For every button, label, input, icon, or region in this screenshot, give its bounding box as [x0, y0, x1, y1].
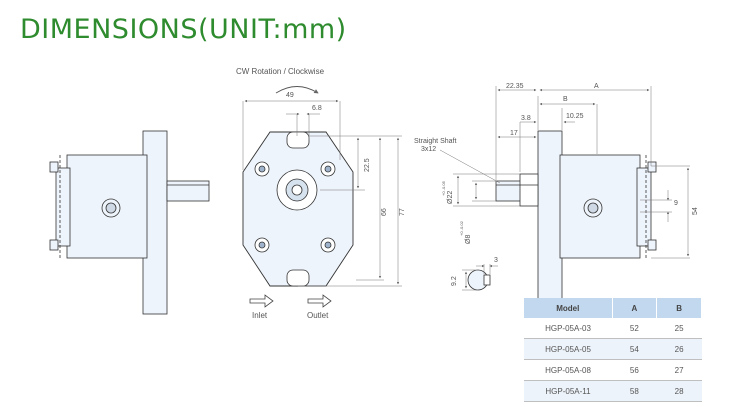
table-row: HGP-05A-11 58 28: [524, 380, 702, 402]
dim-54-label: 54: [692, 207, 699, 215]
drive-shaft: [166, 180, 210, 202]
inlet-label: Inlet: [252, 311, 268, 320]
dim-49-label: 49: [286, 92, 294, 99]
left-side-view: [49, 130, 210, 315]
shaft-size-label: 3x12: [421, 146, 436, 153]
inlet-arrow-icon: [249, 294, 274, 308]
rear-cover-right: [636, 167, 652, 247]
rotation-label: CW Rotation / Clockwise: [236, 67, 325, 76]
mounting-flange-right: [537, 130, 563, 315]
shaft-key-section: [467, 269, 491, 291]
bolt-head-top: [49, 161, 59, 173]
table-header-row: Model A B: [524, 298, 702, 318]
table-row: HGP-05A-08 56 27: [524, 359, 702, 381]
shaft-center: [291, 184, 303, 196]
outlet-label: Outlet: [307, 311, 329, 320]
table-header-b: B: [656, 298, 702, 318]
table-cell-model: HGP-05A-08: [524, 359, 612, 381]
dim-77-label: 77: [399, 208, 406, 216]
dim-22-35-label: 22.35: [506, 83, 524, 90]
dim-phi8-label: Ø8: [465, 235, 472, 244]
dim-66-label: 66: [381, 208, 388, 216]
dim-phi22-tolerance: +0 -0.05: [441, 180, 446, 196]
dim-9-2-label: 9.2: [451, 276, 458, 286]
right-side-view: [495, 130, 657, 315]
bolt-head-bottom-right: [647, 239, 657, 251]
shaft-collar: [519, 173, 539, 207]
dim-phi8-tolerance: +0 -0.02: [459, 220, 464, 236]
dim-6-8-label: 6.8: [312, 105, 322, 112]
dim-17-label: 17: [510, 130, 518, 137]
dim-phi22-label: Ø22: [447, 191, 454, 204]
rotation-arrow: [275, 86, 319, 94]
table-cell-a: 52: [612, 318, 657, 339]
table-row: HGP-05A-05 54 26: [524, 338, 702, 360]
shaft-type-label: Straight Shaft: [414, 138, 456, 145]
table-header-a: A: [612, 298, 658, 318]
bottom-slot: [286, 269, 310, 287]
model-dimension-table: Model A B HGP-05A-03 52 25 HGP-05A-05 54…: [524, 298, 702, 402]
table-cell-a: 58: [612, 380, 657, 402]
top-slot: [286, 131, 310, 149]
table-cell-model: HGP-05A-03: [524, 318, 612, 339]
table-header-model: Model: [524, 298, 613, 318]
bolt-head-bottom: [49, 239, 59, 251]
bolt-head-top-right: [647, 161, 657, 173]
dim-9-label: 9: [674, 200, 678, 207]
table-cell-b: 27: [656, 359, 702, 381]
table-cell-b: 26: [656, 338, 702, 360]
outlet-arrow-icon: [307, 294, 332, 308]
rear-cover: [55, 167, 71, 247]
table-cell-b: 28: [656, 380, 702, 402]
dim-22-5-label: 22.5: [364, 158, 371, 172]
page-title: DIMENSIONS(UNIT:mm): [20, 14, 347, 45]
table-row: HGP-05A-03 52 25: [524, 318, 702, 339]
dim-a-label: A: [594, 83, 599, 90]
dim-3-label: 3: [494, 257, 498, 264]
table-cell-model: HGP-05A-05: [524, 338, 612, 360]
dim-3-8-label: 3.8: [521, 115, 531, 122]
dim-10-25-label: 10.25: [566, 113, 584, 120]
table-cell-b: 25: [656, 318, 702, 339]
dim-b-label: B: [563, 96, 568, 103]
front-view: [242, 86, 402, 308]
table-cell-a: 54: [612, 338, 657, 360]
table-cell-a: 56: [612, 359, 657, 381]
table-cell-model: HGP-05A-11: [524, 380, 612, 402]
